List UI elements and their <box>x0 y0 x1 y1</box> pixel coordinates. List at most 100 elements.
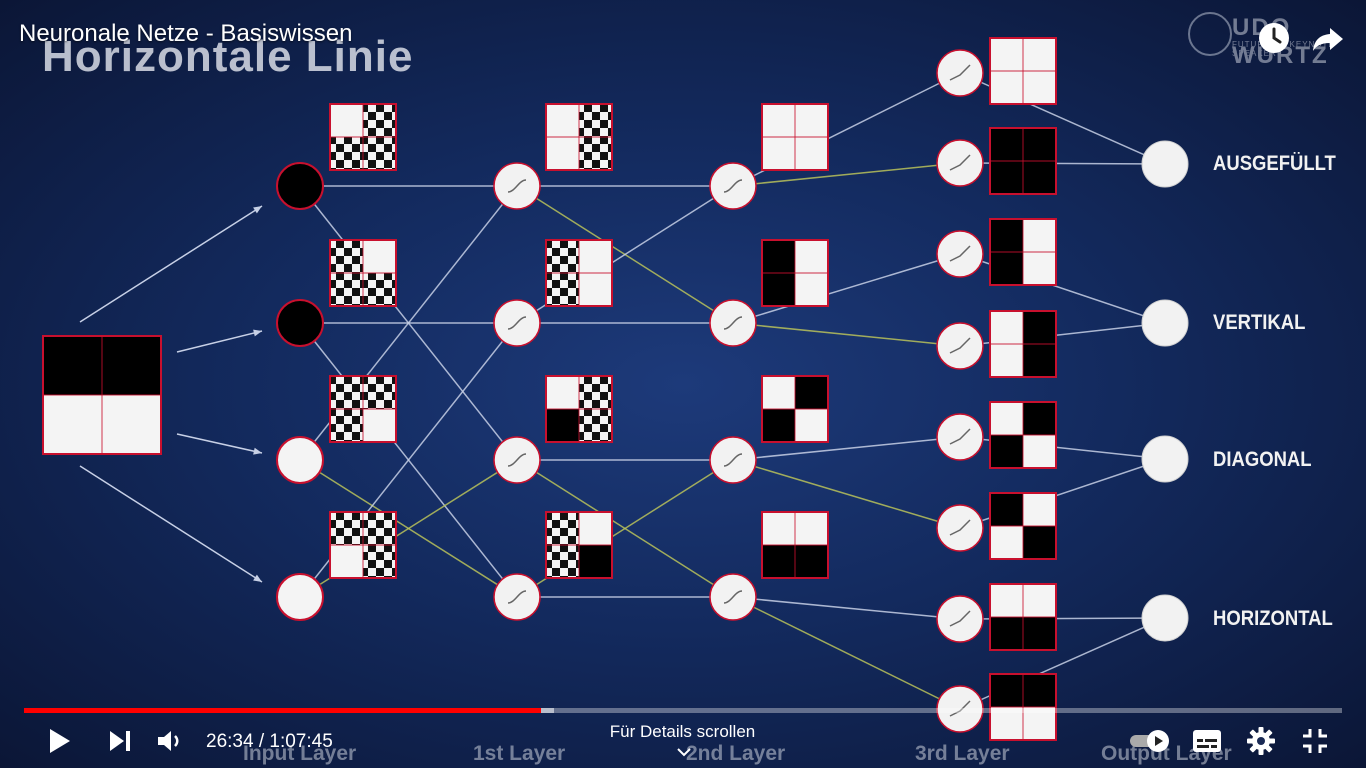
layer2-image-2-cell <box>762 273 795 306</box>
output-label-ausgefuellt: AUSGEFÜLLT <box>1213 152 1336 175</box>
settings-icon <box>1247 727 1275 755</box>
layer2-image-4-cell <box>762 545 795 578</box>
relu-curve <box>949 428 971 445</box>
brain-icon <box>1188 12 1232 56</box>
input-arrow <box>176 330 263 353</box>
layer2-image-3-cell <box>795 409 828 442</box>
layer3-neuron <box>936 230 984 278</box>
layer3-image-5-cell <box>990 402 1023 435</box>
input-filter-1-cell <box>363 104 396 137</box>
layer3-image-4-cell <box>1023 344 1056 377</box>
sigmoid-curve <box>723 179 743 193</box>
play-button[interactable] <box>44 726 74 761</box>
chevron-down-icon[interactable] <box>676 746 692 758</box>
input-image-cell <box>43 336 102 395</box>
layer3-image-5-cell <box>1023 402 1056 435</box>
layer3-neuron <box>936 413 984 461</box>
layer1-filter-1-cell <box>579 104 612 137</box>
input-arrow <box>79 465 263 583</box>
layer1-filter-3-cell <box>579 409 612 442</box>
layer3-neuron <box>936 49 984 97</box>
video-title[interactable]: Neuronale Netze - Basiswissen <box>19 20 353 47</box>
layer2-image-2-cell <box>762 240 795 273</box>
layer3-image-5-cell <box>990 435 1023 468</box>
output-neuron <box>1141 594 1189 642</box>
layer2-image-1-cell <box>762 104 795 137</box>
layer3-image-1-cell <box>990 38 1023 71</box>
input-filter-4-cell <box>330 512 363 545</box>
input-filter-1-cell <box>330 137 363 170</box>
layer1-filter-4-cell <box>579 545 612 578</box>
next-button[interactable] <box>106 727 134 760</box>
layer2-image-2-cell <box>795 273 828 306</box>
layer3-image-7-cell <box>990 617 1023 650</box>
layer3-image-6-cell <box>990 526 1023 559</box>
layer2-image-4-cell <box>762 512 795 545</box>
autoplay-toggle[interactable] <box>1128 726 1174 761</box>
arrow-head <box>253 574 262 582</box>
slide-heading: Horizontale Linie <box>42 32 414 81</box>
sigmoid-curve <box>723 453 743 467</box>
layer1-filter-3-cell <box>546 376 579 409</box>
layer3-image-6-cell <box>990 493 1023 526</box>
connection-line <box>732 322 961 347</box>
layer3-image-3-cell <box>1023 252 1056 285</box>
arrow-head <box>253 206 262 214</box>
arrow-head <box>253 329 262 337</box>
sigmoid-curve <box>723 590 743 604</box>
play-icon <box>50 729 70 753</box>
layer1-filter-4-cell <box>546 512 579 545</box>
layer1-filter-3-cell <box>579 376 612 409</box>
exit-fullscreen-icon <box>1303 729 1327 753</box>
output-neuron <box>1141 299 1189 347</box>
scroll-hint[interactable]: Für Details scrollen <box>609 722 756 741</box>
sigmoid-curve <box>723 316 743 330</box>
settings-button[interactable] <box>1246 726 1276 761</box>
layer-label-2nd: 2nd Layer <box>686 742 786 765</box>
time-display: 26:34 / 1:07:45 <box>206 731 333 752</box>
layer2-image-3-cell <box>762 376 795 409</box>
watch-later-icon[interactable] <box>1256 20 1292 56</box>
progress-bar[interactable] <box>24 708 1342 713</box>
relu-curve <box>949 610 971 627</box>
layer2-image-4-cell <box>795 545 828 578</box>
relu-curve <box>949 519 971 536</box>
output-label-vertikal: VERTIKAL <box>1213 311 1306 334</box>
arrow-head <box>253 447 262 455</box>
connection-line <box>732 459 961 529</box>
layer1-filter-3-cell <box>546 409 579 442</box>
input-filter-2-cell <box>330 240 363 273</box>
subtitles-icon <box>1193 730 1221 752</box>
layer3-image-6-cell <box>1023 526 1056 559</box>
layer2-image-3-cell <box>795 376 828 409</box>
layer2-image-2-cell <box>795 240 828 273</box>
layer3-image-1-cell <box>990 71 1023 104</box>
input-filter-3-cell <box>363 409 396 442</box>
layer3-image-3-cell <box>1023 219 1056 252</box>
layer3-image-1-cell <box>1023 71 1056 104</box>
subtitles-button[interactable] <box>1192 727 1222 760</box>
connection-line <box>732 436 961 461</box>
output-label-diagonal: DIAGONAL <box>1213 448 1312 471</box>
input-image-cell <box>43 395 102 454</box>
volume-button[interactable] <box>155 726 185 761</box>
input-arrow <box>176 433 263 454</box>
share-icon[interactable] <box>1310 20 1346 56</box>
layer3-image-2-cell <box>990 161 1023 194</box>
layer3-image-8-cell <box>1023 707 1056 740</box>
layer3-image-1-cell <box>1023 38 1056 71</box>
layer3-image-2-cell <box>1023 161 1056 194</box>
relu-curve <box>949 337 971 354</box>
input-filter-4-cell <box>330 545 363 578</box>
layer3-image-6-cell <box>1023 493 1056 526</box>
connection-line <box>732 162 961 187</box>
input-image-cell <box>102 395 161 454</box>
relu-curve <box>949 154 971 171</box>
layer3-image-2-cell <box>1023 128 1056 161</box>
exit-fullscreen-button[interactable] <box>1300 726 1330 761</box>
layer3-image-7-cell <box>1023 617 1056 650</box>
layer-label-input: Input Layer <box>243 742 357 765</box>
progress-played <box>24 708 541 713</box>
